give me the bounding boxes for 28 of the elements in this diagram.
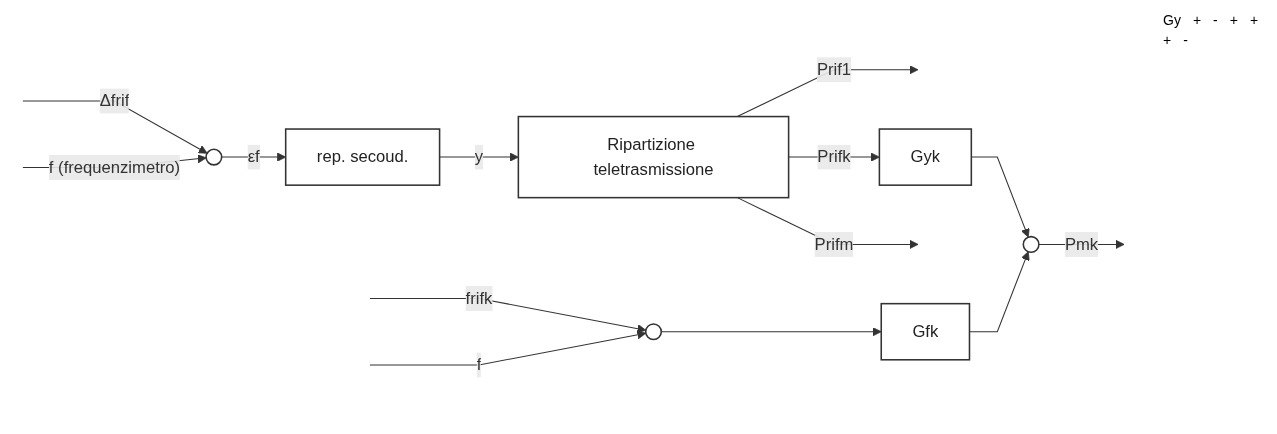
arrow <box>660 326 882 336</box>
arrow <box>439 152 519 162</box>
edge-label: Pmk <box>1064 234 1099 253</box>
edge-label: Prifm <box>814 234 854 253</box>
text-label: - <box>1213 12 1218 28</box>
edge-label: y <box>474 147 484 166</box>
summing-junction <box>1022 235 1040 253</box>
edge-label: Prifk <box>817 147 851 166</box>
edge-label: εf <box>247 147 260 166</box>
edge-label: f (frequenzimetro) <box>48 157 181 176</box>
edge-label: frifk <box>465 288 493 307</box>
block-box: Gyk <box>878 127 973 186</box>
block-box: rep. secoud. <box>284 127 441 186</box>
text-label: + <box>1163 32 1172 48</box>
arrow <box>369 297 647 333</box>
summing-junction <box>205 148 223 166</box>
summing-junction <box>644 322 663 340</box>
text-label: - <box>1183 32 1188 48</box>
block-box: Gfk <box>880 302 971 361</box>
text-label: + <box>1249 12 1259 28</box>
arrow <box>369 329 647 366</box>
text-label: + <box>1192 12 1202 28</box>
block-box: Ripartizione teletrasmissione <box>517 115 790 199</box>
edge-label: Δfrif <box>99 91 130 109</box>
edge-label: f <box>476 355 482 373</box>
text-label: Gy <box>1163 12 1181 28</box>
text-label: + <box>1229 12 1238 28</box>
edge-label: Prif1 <box>816 60 852 78</box>
